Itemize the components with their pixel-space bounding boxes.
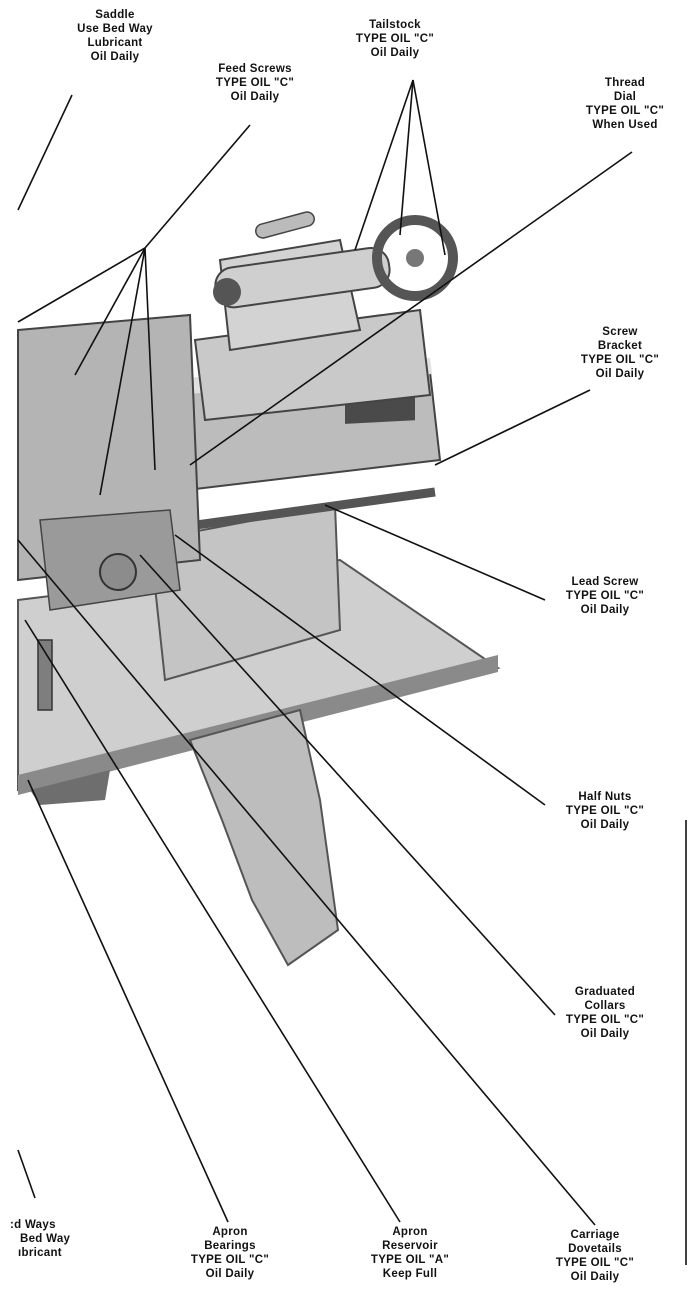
leader-apron-bearings [27, 779, 229, 1223]
tailstock-quill-end [213, 278, 241, 306]
tailstock-handwheel-hub [406, 249, 424, 267]
leader-feed-1 [17, 247, 146, 323]
leader-carriage-dovetails [17, 539, 596, 1226]
leader-feed-2 [74, 247, 146, 376]
lead-screw-rod [159, 487, 436, 535]
leader-feed-4 [144, 247, 156, 471]
leader-half-nuts [174, 534, 546, 806]
lathe-leg [188, 708, 340, 967]
leader-feed-3 [99, 247, 146, 496]
leader-saddle [17, 94, 73, 211]
apron-handwheel [99, 553, 137, 591]
leader-lead-screw [324, 504, 546, 601]
leader-apron-reservoir [24, 619, 401, 1223]
tailstock-lock-lever [255, 211, 315, 239]
leader-thread-dial [189, 151, 633, 466]
leader-graduated-collars [139, 554, 556, 1016]
leader-tailstock-c [412, 79, 446, 256]
leader-tailstock-b [399, 79, 414, 236]
leader-bed-ways [17, 1149, 36, 1199]
tailstock-handwheel [372, 215, 458, 301]
lathe-foot-left [30, 770, 110, 805]
leader-tailstock-a [354, 79, 414, 251]
leader-screw-bracket [434, 389, 591, 466]
leader-feed-screws [144, 124, 251, 249]
